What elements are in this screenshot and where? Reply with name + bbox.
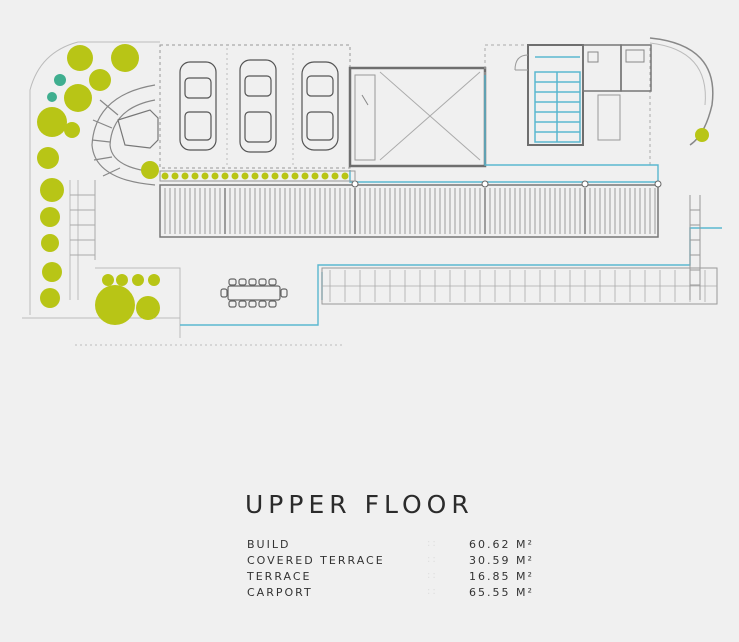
area-row-terrace: TERRACE :: 16.85 M²: [247, 570, 547, 586]
covered-terrace: [159, 184, 659, 238]
glazing-lines: [180, 75, 722, 326]
internal-staircase: [534, 56, 581, 143]
garden-steps: [70, 180, 96, 260]
spiral-staircase: [91, 84, 159, 186]
area-separator: ::: [427, 554, 438, 565]
area-separator: ::: [427, 570, 438, 581]
area-label: CARPORT: [247, 586, 313, 599]
planter-hedge: [159, 170, 356, 182]
area-label: TERRACE: [247, 570, 312, 583]
area-separator: ::: [427, 586, 438, 597]
dining-table: [220, 278, 288, 308]
area-row-carport: CARPORT :: 65.55 M²: [247, 586, 547, 602]
area-label: BUILD: [247, 538, 291, 551]
area-separator: ::: [427, 538, 438, 549]
floor-title: UPPER FLOOR: [245, 490, 474, 519]
floor-plan-drawing: [22, 37, 722, 346]
terrace: [321, 195, 718, 305]
area-value: 60.62 M²: [469, 538, 534, 551]
garden-shrubs-accent: [47, 74, 66, 102]
area-schedule: BUILD :: 60.62 M² COVERED TERRACE :: 30.…: [247, 538, 547, 602]
car-3: [301, 61, 339, 151]
garden-plants: [37, 44, 709, 325]
area-row-build: BUILD :: 60.62 M²: [247, 538, 547, 554]
car-2: [239, 59, 277, 153]
carport: [159, 44, 351, 169]
area-value: 16.85 M²: [469, 570, 534, 583]
area-value: 65.55 M²: [469, 586, 534, 599]
central-void: [348, 66, 487, 168]
area-label: COVERED TERRACE: [247, 554, 385, 567]
right-rooms: [484, 37, 714, 166]
columns: [351, 180, 662, 188]
area-row-covered-terrace: COVERED TERRACE :: 30.59 M²: [247, 554, 547, 570]
area-value: 30.59 M²: [469, 554, 534, 567]
car-1: [179, 61, 217, 151]
